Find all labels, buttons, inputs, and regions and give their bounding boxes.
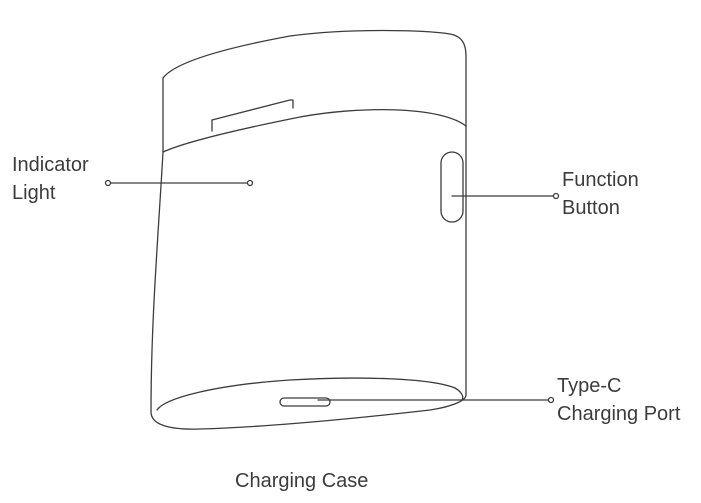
hinge-tab bbox=[211, 99, 294, 132]
type-c-port-shape bbox=[279, 397, 331, 407]
type-c-port-label-line1: Type-C bbox=[557, 375, 622, 397]
function-callout-dot bbox=[552, 192, 560, 200]
case-body-left bbox=[150, 151, 164, 413]
indicator-light-label-line2: Light bbox=[12, 182, 56, 204]
function-button-label-line2: Button bbox=[562, 197, 620, 219]
type-c-port-label: Type-C Charging Port bbox=[557, 372, 680, 428]
indicator-light-label: Indicator Light bbox=[12, 151, 89, 207]
function-button-label: Function Button bbox=[562, 166, 639, 222]
case-bottom-face bbox=[156, 377, 464, 411]
indicator-light-dot bbox=[246, 179, 254, 187]
case-bottom bbox=[150, 394, 467, 430]
typec-callout-dot bbox=[547, 396, 555, 404]
diagram-caption: Charging Case bbox=[235, 470, 369, 492]
case-lid bbox=[162, 29, 467, 127]
indicator-callout-dot-left bbox=[104, 179, 112, 187]
lid-body-seam bbox=[162, 108, 467, 153]
indicator-light-label-line1: Indicator bbox=[12, 154, 89, 176]
function-button-shape bbox=[440, 151, 464, 223]
function-button-label-line1: Function bbox=[562, 169, 639, 191]
type-c-port-label-line2: Charging Port bbox=[557, 403, 681, 425]
